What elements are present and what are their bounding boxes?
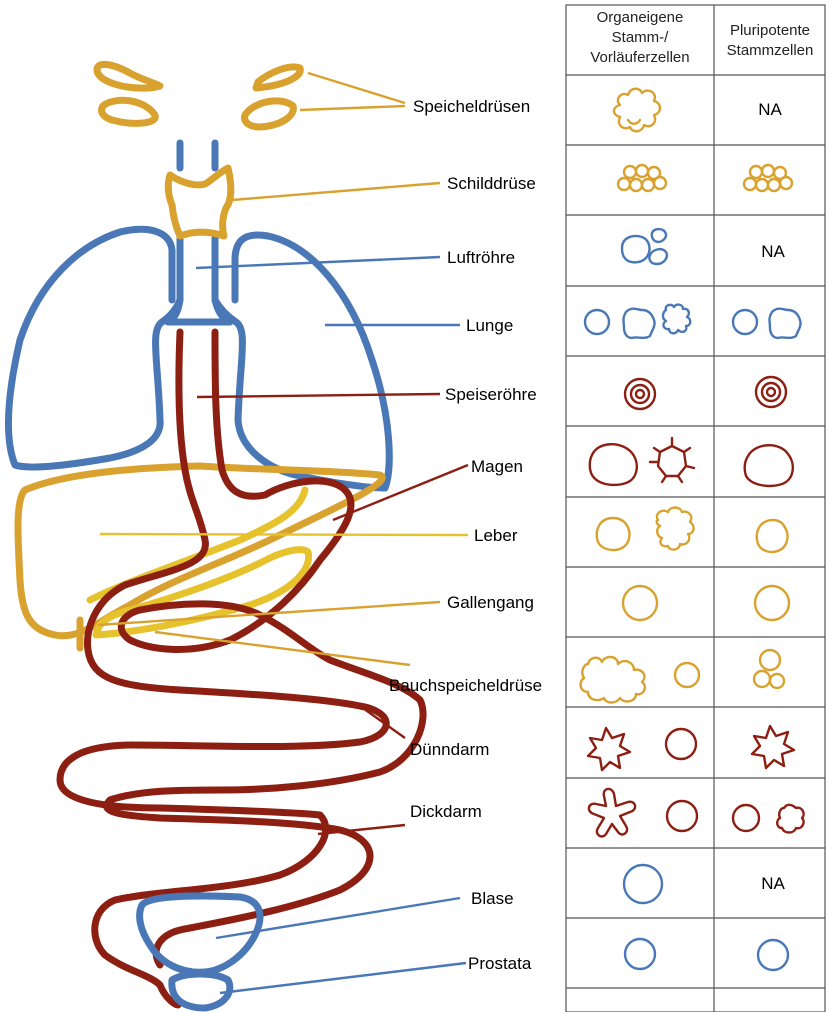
cell-pancreas-pluri (754, 650, 784, 688)
header-col1-line3: Vorläuferzellen (590, 49, 689, 66)
cell-pancreas-organ (581, 657, 699, 703)
label-luftroehre: Luftröhre (447, 248, 515, 267)
cell-trachea-organ (622, 229, 667, 264)
cell-esophagus-pluri (756, 377, 786, 407)
cell-large-intestine-organ (589, 789, 697, 837)
cell-esophagus-organ (625, 379, 655, 409)
salivary-glands-drawing (97, 64, 300, 127)
label-bauchspeicheldruese: Bauchspeicheldrüse (389, 676, 542, 695)
cell-prostate-organ (625, 939, 655, 969)
label-leber: Leber (474, 526, 518, 545)
na-salivary-pluri: NA (758, 100, 782, 119)
cell-thyroid-pluri (744, 165, 792, 191)
cell-liver-pluri (757, 520, 788, 552)
label-blase: Blase (471, 889, 514, 908)
cell-bile-pluri (755, 586, 789, 620)
header-col1-line2: Stamm-/ (612, 29, 670, 46)
label-speiseroehre: Speiseröhre (445, 385, 537, 404)
cell-lung-pluri (733, 309, 801, 338)
cell-stomach-pluri (745, 445, 793, 486)
label-magen: Magen (471, 457, 523, 476)
na-trachea-pluri: NA (761, 242, 785, 261)
table-header: Organeigene Stamm-/ Vorläuferzellen Plur… (590, 9, 813, 66)
organ-illustration (8, 64, 423, 1008)
cell-small-intestine-organ (588, 728, 696, 770)
cell-table (566, 5, 825, 1012)
label-schilddruese: Schilddrüse (447, 174, 536, 193)
cell-liver-organ (597, 508, 694, 551)
cell-salivary-organ (614, 89, 660, 132)
cell-thyroid-organ (618, 165, 666, 191)
label-dickdarm: Dickdarm (410, 802, 482, 821)
cell-stomach-organ (590, 438, 694, 485)
label-gallengang: Gallengang (447, 593, 534, 612)
cell-lung-organ (585, 305, 690, 338)
na-bladder-pluri: NA (761, 874, 785, 893)
header-col2-line2: Stammzellen (727, 42, 814, 59)
cell-prostate-pluri (758, 940, 788, 970)
label-duenndarm: Dünndarm (410, 740, 489, 759)
cell-bladder-organ (624, 865, 662, 903)
label-speicheldruesen: Speicheldrüsen (413, 97, 530, 116)
cell-large-intestine-pluri (733, 805, 804, 833)
label-lunge: Lunge (466, 316, 513, 335)
cell-bile-organ (623, 586, 657, 620)
header-col2-line1: Pluripotente (730, 22, 810, 39)
cell-small-intestine-pluri (752, 726, 794, 768)
label-prostata: Prostata (468, 954, 532, 973)
thyroid-drawing (168, 168, 231, 236)
header-col1-line1: Organeigene (597, 9, 684, 26)
